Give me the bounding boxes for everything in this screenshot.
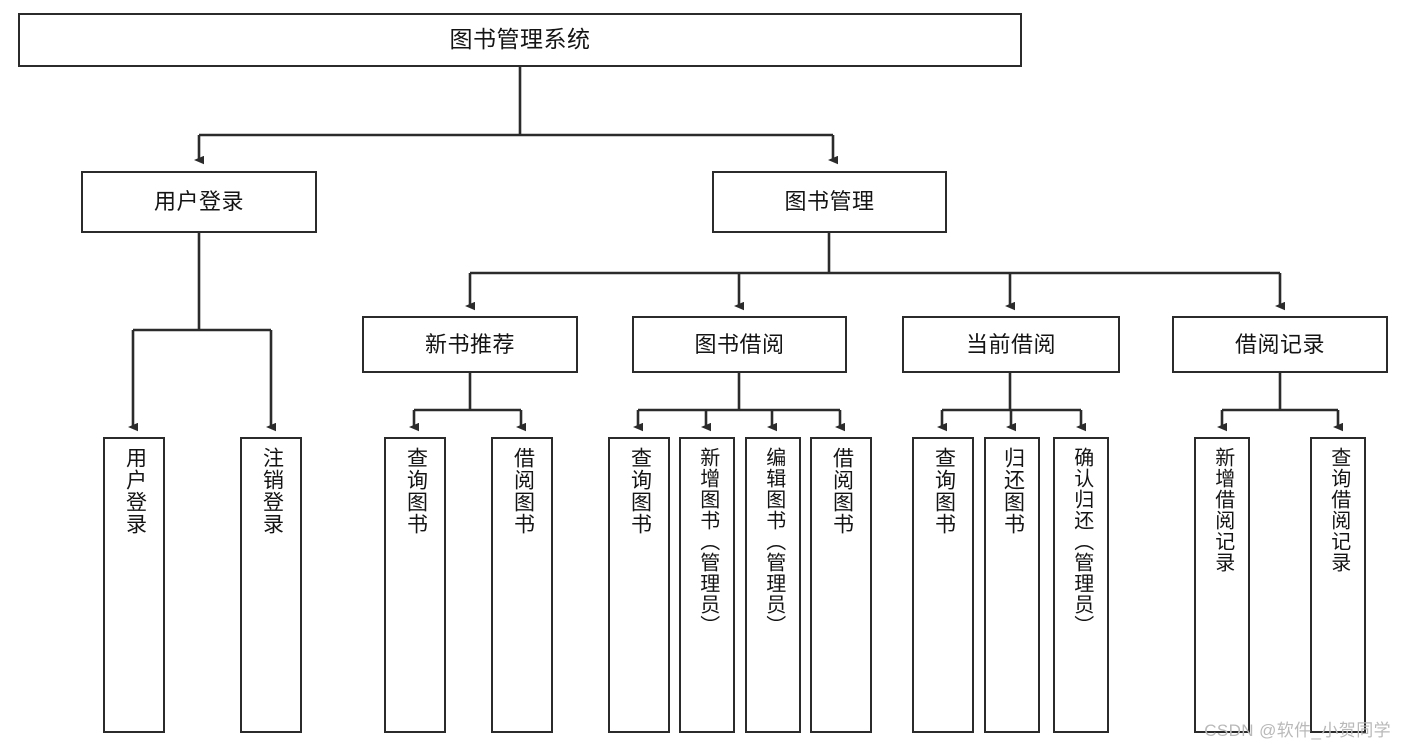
leaf-add-book[interactable]: 新增图书（管理员）	[679, 437, 735, 733]
node-label: 新书推荐	[424, 331, 515, 357]
node-label: 当前借阅	[965, 331, 1056, 357]
leaf-return-book[interactable]: 归还图书	[984, 437, 1040, 733]
node-label: 确认归还（管理员）	[1070, 447, 1093, 636]
node-current-borrow[interactable]: 当前借阅	[902, 316, 1120, 373]
leaf-query-borrow-record[interactable]: 查询借阅记录	[1310, 437, 1366, 733]
node-root-system[interactable]: 图书管理系统	[18, 13, 1022, 67]
leaf-borrow-book[interactable]: 借阅图书	[810, 437, 872, 733]
node-user-login[interactable]: 用户登录	[81, 171, 317, 233]
leaf-borrow-book-recommend[interactable]: 借阅图书	[491, 437, 553, 733]
node-label: 用户登录	[123, 447, 147, 535]
leaf-query-book-recommend[interactable]: 查询图书	[384, 437, 446, 733]
leaf-confirm-return[interactable]: 确认归还（管理员）	[1053, 437, 1109, 733]
node-label: 借阅记录	[1234, 331, 1325, 357]
node-label: 借阅图书	[830, 447, 854, 535]
node-book-manage[interactable]: 图书管理	[712, 171, 947, 233]
node-new-book-recommend[interactable]: 新书推荐	[362, 316, 578, 373]
node-label: 归还图书	[1001, 447, 1025, 535]
leaf-add-borrow-record[interactable]: 新增借阅记录	[1194, 437, 1250, 733]
node-label: 查询图书	[404, 447, 428, 535]
leaf-query-book-borrow[interactable]: 查询图书	[608, 437, 670, 733]
node-label: 查询借阅记录	[1327, 447, 1350, 573]
watermark-text: CSDN @软件_小贺同学	[1204, 721, 1391, 740]
node-label: 用户登录	[153, 189, 244, 215]
node-borrow-record[interactable]: 借阅记录	[1172, 316, 1388, 373]
node-label: 新增图书（管理员）	[696, 447, 719, 636]
leaf-query-book-current[interactable]: 查询图书	[912, 437, 974, 733]
node-label: 图书借阅	[694, 331, 785, 357]
node-label: 新增借阅记录	[1211, 447, 1234, 573]
node-label: 查询图书	[628, 447, 652, 535]
node-label: 图书管理	[784, 189, 875, 215]
node-label: 图书管理系统	[449, 26, 591, 53]
leaf-edit-book[interactable]: 编辑图书（管理员）	[745, 437, 801, 733]
leaf-logout-login[interactable]: 注销登录	[240, 437, 302, 733]
node-label: 查询图书	[932, 447, 956, 535]
node-label: 注销登录	[260, 447, 284, 535]
node-book-borrow[interactable]: 图书借阅	[632, 316, 847, 373]
leaf-user-login[interactable]: 用户登录	[103, 437, 165, 733]
node-label: 借阅图书	[511, 447, 535, 535]
node-label: 编辑图书（管理员）	[762, 447, 785, 636]
